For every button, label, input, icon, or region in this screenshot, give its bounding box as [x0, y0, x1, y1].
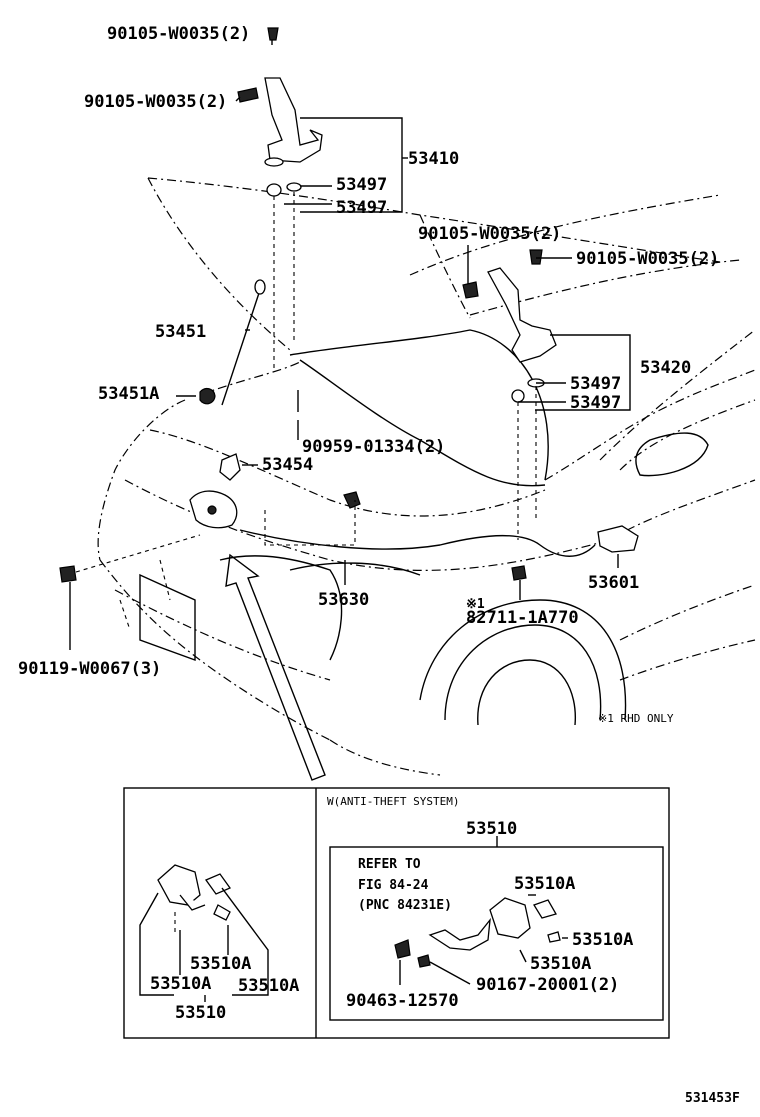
side-mirror — [635, 432, 709, 477]
label-hinge-rh: 53420 — [640, 358, 691, 378]
hood-lock — [189, 490, 238, 529]
label-bolt-rh-1: 90105-W0035(2) — [418, 224, 561, 244]
label-cable: 53630 — [318, 590, 369, 610]
bumper-bottom — [329, 739, 441, 776]
front-left-edge — [97, 399, 186, 561]
label-hinge-lh: 53410 — [408, 149, 459, 169]
label-hook: 53454 — [262, 455, 313, 475]
label-refer-1: REFER TO — [358, 857, 421, 872]
headlamp — [219, 555, 343, 661]
bumper-lower — [99, 559, 331, 741]
label-lock-a-r1: 53510A — [514, 874, 575, 894]
window-line — [619, 399, 756, 471]
label-lever: 53601 — [588, 573, 639, 593]
label-rod-holder: 53451A — [98, 384, 159, 404]
screw-left — [59, 565, 77, 583]
label-fig-no: 531453F — [685, 1091, 740, 1106]
hood-hook — [219, 453, 241, 481]
label-anti-theft: W(ANTI-THEFT SYSTEM) — [327, 795, 459, 808]
label-washer-rh-1: 53497 — [570, 374, 621, 394]
label-washer-lh-1: 53497 — [336, 175, 387, 195]
sill-line — [619, 584, 756, 641]
release-cable — [239, 529, 596, 557]
label-lock-a-r2: 53510A — [572, 930, 633, 950]
label-lock-a-l2: 53510A — [150, 974, 211, 994]
rim — [477, 659, 577, 726]
lock-assy-right — [394, 894, 568, 985]
bumper-mid — [114, 589, 331, 681]
label-rhd-note: ※1 RHD ONLY — [598, 712, 674, 725]
sill-line-2 — [619, 639, 756, 681]
fog-lamp-left — [139, 573, 196, 661]
label-lock-a-r3: 53510A — [530, 954, 591, 974]
upper-labels: 90105-W0035(2) 90105-W0035(2) 53410 5349… — [18, 24, 719, 725]
hinge-rh — [462, 249, 557, 403]
label-clamp: 90959-01334(2) — [302, 437, 445, 457]
label-washer-rh-2: 53497 — [570, 393, 621, 413]
label-lock-a-l1: 53510A — [190, 954, 251, 974]
label-lock-assy-r: 53510 — [466, 819, 517, 839]
tire — [444, 624, 602, 721]
a-pillar — [544, 369, 756, 481]
lock-assy-left — [139, 864, 269, 1002]
inset-box: 53510A 53510A 53510A 53510 W(ANTI-THEFT … — [123, 787, 740, 1106]
label-refer-2: FIG 84-24 — [358, 878, 429, 893]
hinge-lh — [237, 27, 323, 197]
clamp — [343, 491, 361, 509]
fender-line — [609, 479, 756, 541]
label-lock-assy-l: 53510 — [175, 1003, 226, 1023]
cowl-line — [409, 194, 721, 276]
grille-lines — [119, 559, 171, 631]
cowl-line-2 — [469, 259, 741, 316]
label-refer-3: (PNC 84231E) — [358, 898, 452, 913]
label-lock-a-l3: 53510A — [238, 976, 299, 996]
headlamp-top — [289, 562, 421, 576]
label-washer-lh-2: 53497 — [336, 198, 387, 218]
label-support-rod: 53451 — [155, 322, 206, 342]
release-lever — [597, 525, 639, 553]
courtesy-switch — [511, 565, 527, 581]
wheel-arch — [419, 599, 627, 721]
label-note-mark: ※1 — [466, 597, 485, 612]
label-bolt-top: 90105-W0035(2) — [107, 24, 250, 44]
label-bolt-rh-2: 90105-W0035(2) — [576, 249, 719, 269]
a-pillar-2 — [599, 329, 756, 461]
hood-inner-2 — [299, 359, 546, 487]
label-grommet: 90463-12570 — [346, 991, 459, 1011]
support-rod — [199, 279, 266, 406]
bay-left — [199, 361, 301, 396]
label-bolt-left: 90105-W0035(2) — [84, 92, 227, 112]
label-screw-r: 90167-20001(2) — [476, 975, 619, 995]
label-screw: 90119-W0067(3) — [18, 659, 161, 679]
leader-lines — [69, 40, 631, 781]
hood-inner — [289, 329, 549, 481]
hood-left-edge — [147, 177, 291, 351]
bay-front — [149, 429, 546, 517]
label-switch: 82711-1A770 — [466, 608, 579, 628]
